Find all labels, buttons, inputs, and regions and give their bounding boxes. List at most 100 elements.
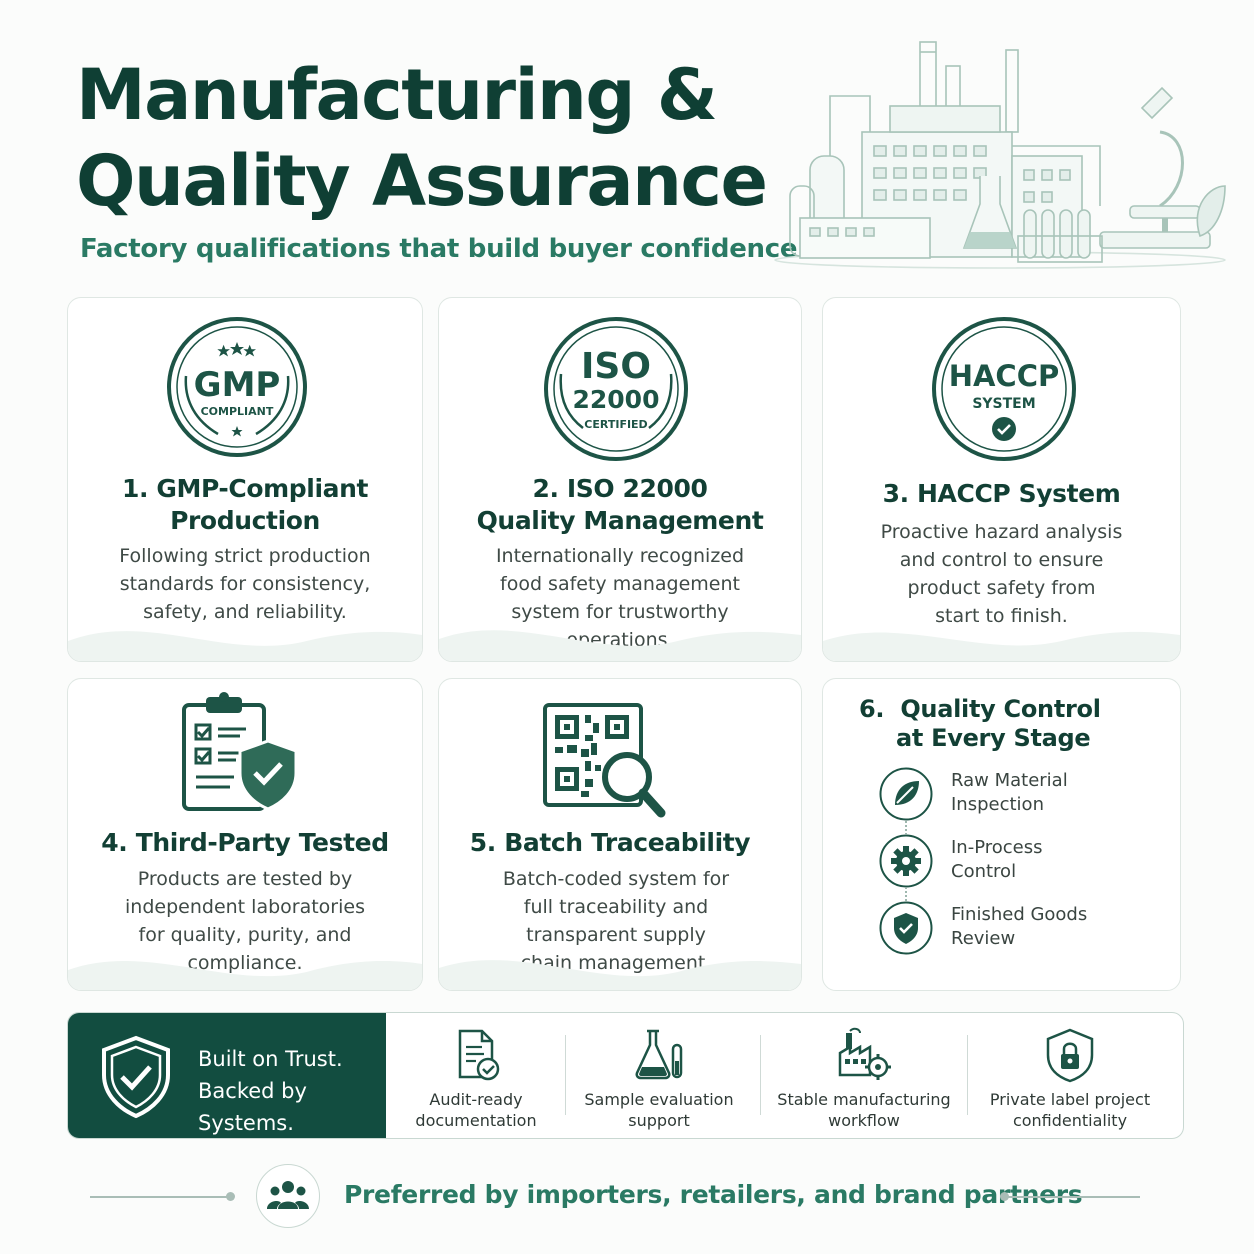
feature-divider — [565, 1035, 566, 1115]
footer-line-left — [90, 1196, 230, 1198]
feature-label-line: Private label project — [989, 1090, 1151, 1109]
feature-label-line: documentation — [415, 1111, 537, 1130]
factory-lab-illustration — [774, 41, 1226, 269]
feature-label-line: Stable manufacturing — [777, 1090, 951, 1109]
card-desc-line: transparent supply — [526, 924, 706, 946]
page-subtitle: Factory qualifications that build buyer … — [80, 234, 798, 264]
feature-label: Private label project confidentiality — [974, 1089, 1166, 1131]
card-title-line: 3. HACCP System — [882, 479, 1121, 508]
haccp-badge-icon: HACCP SYSTEM — [932, 317, 1076, 461]
feature-label: Sample evaluation support — [576, 1089, 742, 1131]
iso-badge-sub: CERTIFIED — [584, 418, 647, 431]
leaf-icon — [879, 767, 933, 821]
qc-step-label: Finished Goods Review — [951, 903, 1121, 951]
trust-bar: Built on Trust. Backed by Systems. Audit… — [67, 1012, 1184, 1139]
document-check-icon — [458, 1029, 500, 1081]
trust-slogan-line: Built on Trust. — [198, 1047, 343, 1071]
card-wave-decoration — [68, 961, 422, 990]
factory-gear-icon — [838, 1027, 891, 1080]
card-desc-line: safety, and reliability. — [143, 601, 347, 623]
card-desc-line: start to finish. — [935, 605, 1068, 627]
card-wave-decoration — [439, 960, 801, 990]
haccp-badge-sub: SYSTEM — [972, 396, 1035, 412]
card-desc-line: Following strict production — [119, 545, 371, 567]
card-title: 5. Batch Traceability — [439, 827, 791, 859]
gmp-badge-icon: GMP COMPLIANT — [167, 317, 307, 457]
footer-dot-right — [1000, 1192, 1009, 1201]
qc-step-label-line: Raw Material — [951, 770, 1068, 791]
card-desc-line: independent laboratories — [125, 896, 365, 918]
trust-slogan: Built on Trust. Backed by Systems. — [198, 1043, 398, 1138]
qc-step-label-line: In-Process — [951, 837, 1043, 858]
card-desc-line: full traceability and — [523, 896, 709, 918]
card-desc-line: standards for consistency, — [119, 573, 371, 595]
qc-step-label: Raw Material Inspection — [951, 769, 1121, 817]
card-desc-line: product safety from — [907, 577, 1096, 599]
feature-label-line: Audit-ready — [429, 1090, 523, 1109]
trust-banner: Built on Trust. Backed by Systems. — [68, 1013, 386, 1138]
card-title-line: Quality Management — [476, 506, 764, 535]
feature-divider — [760, 1035, 761, 1115]
card-title-line: at Every Stage — [896, 724, 1091, 752]
card-desc-line: system for trustworthy — [511, 601, 729, 623]
trust-slogan-line: Backed by Systems. — [198, 1079, 307, 1135]
footer-line-right — [1006, 1196, 1140, 1198]
page-title-line2: Quality Assurance — [76, 140, 768, 222]
card-quality-control: 6. Quality Control at Every Stage Raw Ma… — [822, 678, 1181, 991]
card-title: 1. GMP-Compliant Production — [68, 473, 422, 537]
feature-sample-evaluation: Sample evaluation support — [576, 1013, 742, 1138]
qc-connector — [905, 887, 907, 901]
card-desc-line: Proactive hazard analysis — [880, 521, 1123, 543]
iso-badge-num: 22000 — [573, 385, 660, 414]
card-desc-line: food safety management — [500, 573, 740, 595]
card-desc-line: compliance. — [187, 952, 303, 974]
card-description: Following strict production standards fo… — [68, 542, 422, 626]
footer-dot-left — [226, 1192, 235, 1201]
card-desc-line: chain management. — [520, 952, 712, 974]
qc-step-label: In-Process Control — [951, 836, 1121, 884]
gmp-badge-main: GMP — [194, 365, 281, 405]
card-title-line: 1. GMP-Compliant — [121, 474, 369, 503]
card-desc-line: and control to ensure — [899, 549, 1104, 571]
card-wave-decoration — [439, 630, 801, 661]
card-desc-line: Batch-coded system for — [502, 868, 730, 890]
feature-label: Audit-ready documentation — [398, 1089, 554, 1131]
card-description: Proactive hazard analysis and control to… — [823, 518, 1180, 630]
card-title: 6. Quality Control at Every Stage — [859, 695, 1101, 753]
card-title: 3. HACCP System — [823, 478, 1180, 510]
card-description: Internationally recognized food safety m… — [439, 542, 801, 654]
card-title-line: 2. ISO 22000 — [532, 474, 708, 503]
card-batch-traceability: 5. Batch Traceability Batch-coded system… — [438, 678, 802, 991]
qc-connector — [905, 821, 907, 835]
footer-tagline: Preferred by importers, retailers, and b… — [344, 1180, 1083, 1209]
card-title-line: 5. Batch Traceability — [469, 828, 751, 857]
feature-label-line: Sample evaluation — [584, 1090, 734, 1109]
card-third-party: 4. Third-Party Tested Products are teste… — [67, 678, 423, 991]
lock-shield-icon — [1046, 1028, 1094, 1083]
iso-badge-main: ISO — [581, 346, 651, 387]
shield-check-icon — [879, 901, 933, 955]
feature-label: Stable manufacturing workflow — [768, 1089, 960, 1131]
people-group-icon — [267, 1181, 309, 1209]
flask-icon — [635, 1029, 683, 1080]
card-description: Products are tested by independent labor… — [68, 865, 422, 977]
card-title-line: 4. Third-Party Tested — [101, 828, 389, 857]
card-desc-line: for quality, purity, and — [138, 924, 352, 946]
feature-audit-ready: Audit-ready documentation — [398, 1013, 554, 1138]
card-description: Batch-coded system for full traceability… — [439, 865, 797, 977]
feature-private-label: Private label project confidentiality — [974, 1013, 1166, 1138]
qc-step-label-line: Inspection — [951, 794, 1044, 815]
gear-icon — [879, 834, 933, 888]
card-iso: ISO 22000 CERTIFIED 2. ISO 22000 Quality… — [438, 297, 802, 662]
feature-label-line: workflow — [828, 1111, 900, 1130]
card-desc-line: Products are tested by — [137, 868, 353, 890]
iso-badge-icon: ISO 22000 CERTIFIED — [544, 317, 688, 461]
card-title-line: Production — [170, 506, 320, 535]
card-wave-decoration — [823, 631, 1180, 661]
clipboard-shield-icon — [182, 692, 298, 811]
card-title: 2. ISO 22000 Quality Management — [439, 473, 801, 537]
shield-check-icon — [102, 1035, 170, 1119]
qr-magnifier-icon — [543, 703, 666, 818]
card-desc-line: Internationally recognized — [495, 545, 745, 567]
feature-label-line: confidentiality — [1012, 1111, 1128, 1130]
